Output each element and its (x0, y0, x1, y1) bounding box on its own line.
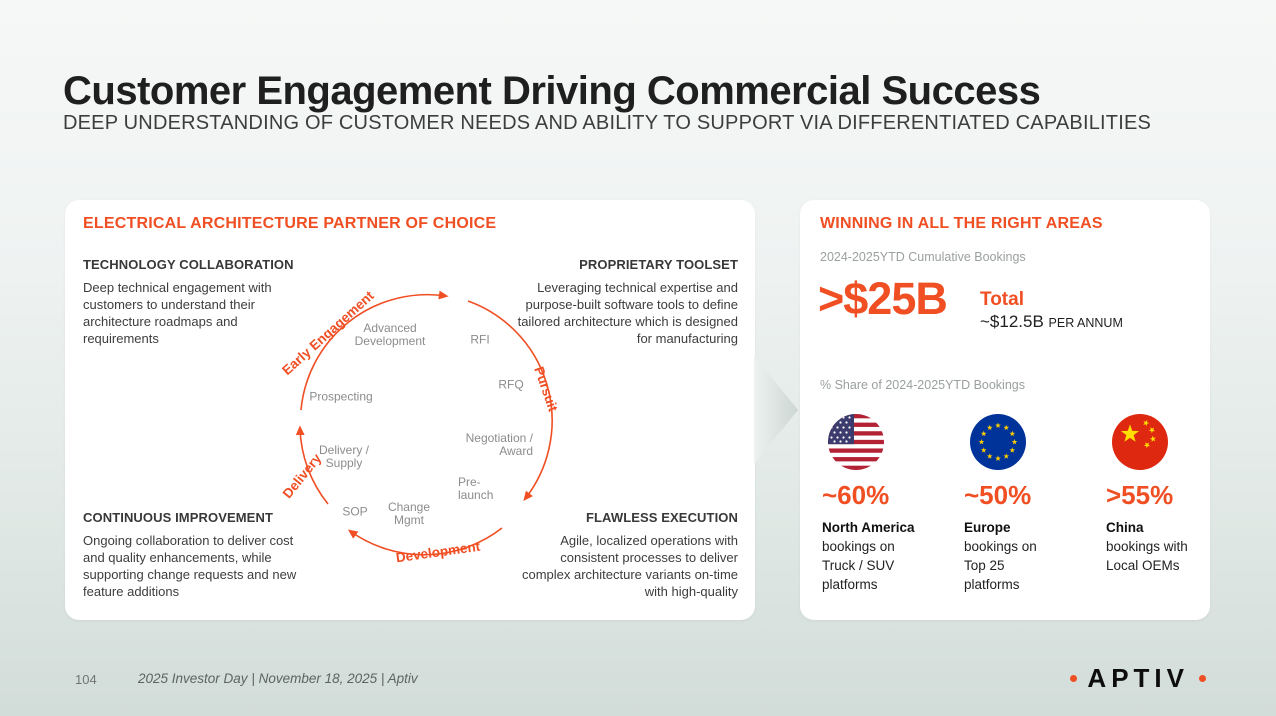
region-percentage: ~60% (822, 480, 890, 510)
region-north-america: ~60% North America bookings on Truck / S… (822, 410, 944, 594)
logo-text: APTIV (1087, 663, 1189, 693)
per-annum-unit: PER ANNUM (1048, 316, 1123, 330)
stage-negotiation-award: Negotiation / Award (465, 431, 533, 458)
left-card-header: ELECTRICAL ARCHITECTURE PARTNER OF CHOIC… (83, 215, 497, 232)
winning-areas-card: WINNING IN ALL THE RIGHT AREAS 2024-2025… (800, 200, 1210, 620)
logo-dot-icon (1070, 675, 1078, 682)
page-number: 104 (75, 672, 97, 687)
stage-rfi: RFI (470, 332, 490, 347)
bookings-label: 2024-2025YTD Cumulative Bookings (820, 250, 1026, 264)
quadrant-proprietary-toolset: PROPRIETARY TOOLSET Leveraging technical… (514, 257, 738, 347)
region-name: China (1106, 520, 1144, 535)
region-description: bookings with Local OEMs (1106, 539, 1188, 573)
region-percentage: ~50% (964, 480, 1032, 510)
quadrant-continuous-improvement: CONTINUOUS IMPROVEMENT Ongoing collabora… (83, 510, 309, 600)
right-card-header: WINNING IN ALL THE RIGHT AREAS (820, 215, 1103, 232)
footer-caption: 2025 Investor Day | November 18, 2025 | … (138, 671, 418, 686)
per-annum-value: ~$12.5B (980, 312, 1044, 331)
stage-prospecting: Prospecting (309, 389, 373, 404)
per-annum: ~$12.5B PER ANNUM (980, 312, 1123, 332)
aptiv-logo: APTIV (1070, 663, 1206, 694)
logo-dot-icon (1199, 675, 1206, 682)
region-name: North America (822, 520, 915, 535)
region-description: bookings on Truck / SUV platforms (822, 539, 895, 592)
region-percentage: >55% (1106, 480, 1174, 510)
china-flag-icon (1112, 414, 1168, 470)
stage-change-mgmt: Change Mgmt (387, 500, 431, 527)
region-name: Europe (964, 520, 1011, 535)
quadrant-title: TECHNOLOGY COLLABORATION (83, 257, 294, 272)
quadrant-body: Ongoing collaboration to deliver cost an… (83, 533, 297, 599)
region-china: >55% China bookings with Local OEMs (1106, 410, 1228, 594)
cycle-arcs-icon (295, 290, 553, 556)
quadrant-technology-collaboration: TECHNOLOGY COLLABORATION Deep technical … (83, 257, 305, 347)
region-europe: ~50% Europe bookings on Top 25 platforms (964, 410, 1086, 594)
quadrant-title: PROPRIETARY TOOLSET (579, 257, 738, 272)
bookings-value: >$25B (818, 273, 948, 324)
page-title: Customer Engagement Driving Commercial S… (63, 68, 1041, 113)
us-flag-icon (828, 414, 884, 470)
architecture-partner-card: ELECTRICAL ARCHITECTURE PARTNER OF CHOIC… (65, 200, 755, 620)
transition-arrow-icon (754, 356, 798, 464)
stage-rfq: RFQ (498, 377, 524, 392)
region-description: bookings on Top 25 platforms (964, 539, 1037, 592)
quadrant-flawless-execution: FLAWLESS EXECUTION Agile, localized oper… (518, 510, 738, 600)
quadrant-body: Agile, localized operations with consist… (521, 533, 738, 599)
regions-row: ~60% North America bookings on Truck / S… (822, 410, 1228, 594)
stage-sop: SOP (342, 504, 368, 519)
stage-advanced-development: Advanced Development (354, 321, 426, 348)
quadrant-body: Leveraging technical expertise and purpo… (517, 280, 738, 346)
stage-delivery-supply: Delivery / Supply (318, 443, 369, 470)
share-label: % Share of 2024-2025YTD Bookings (820, 378, 1025, 392)
quadrant-body: Deep technical engagement with customers… (83, 280, 272, 346)
total-label: Total (980, 289, 1024, 310)
engagement-cycle-diagram: Early Engagement Pursuit Development Del… (279, 285, 650, 585)
stage-pre-launch: Pre-launch (458, 475, 494, 502)
eu-flag-icon (970, 414, 1026, 470)
page-subtitle: DEEP UNDERSTANDING OF CUSTOMER NEEDS AND… (63, 112, 1152, 134)
quadrant-title: CONTINUOUS IMPROVEMENT (83, 510, 273, 525)
quadrant-title: FLAWLESS EXECUTION (585, 510, 738, 525)
